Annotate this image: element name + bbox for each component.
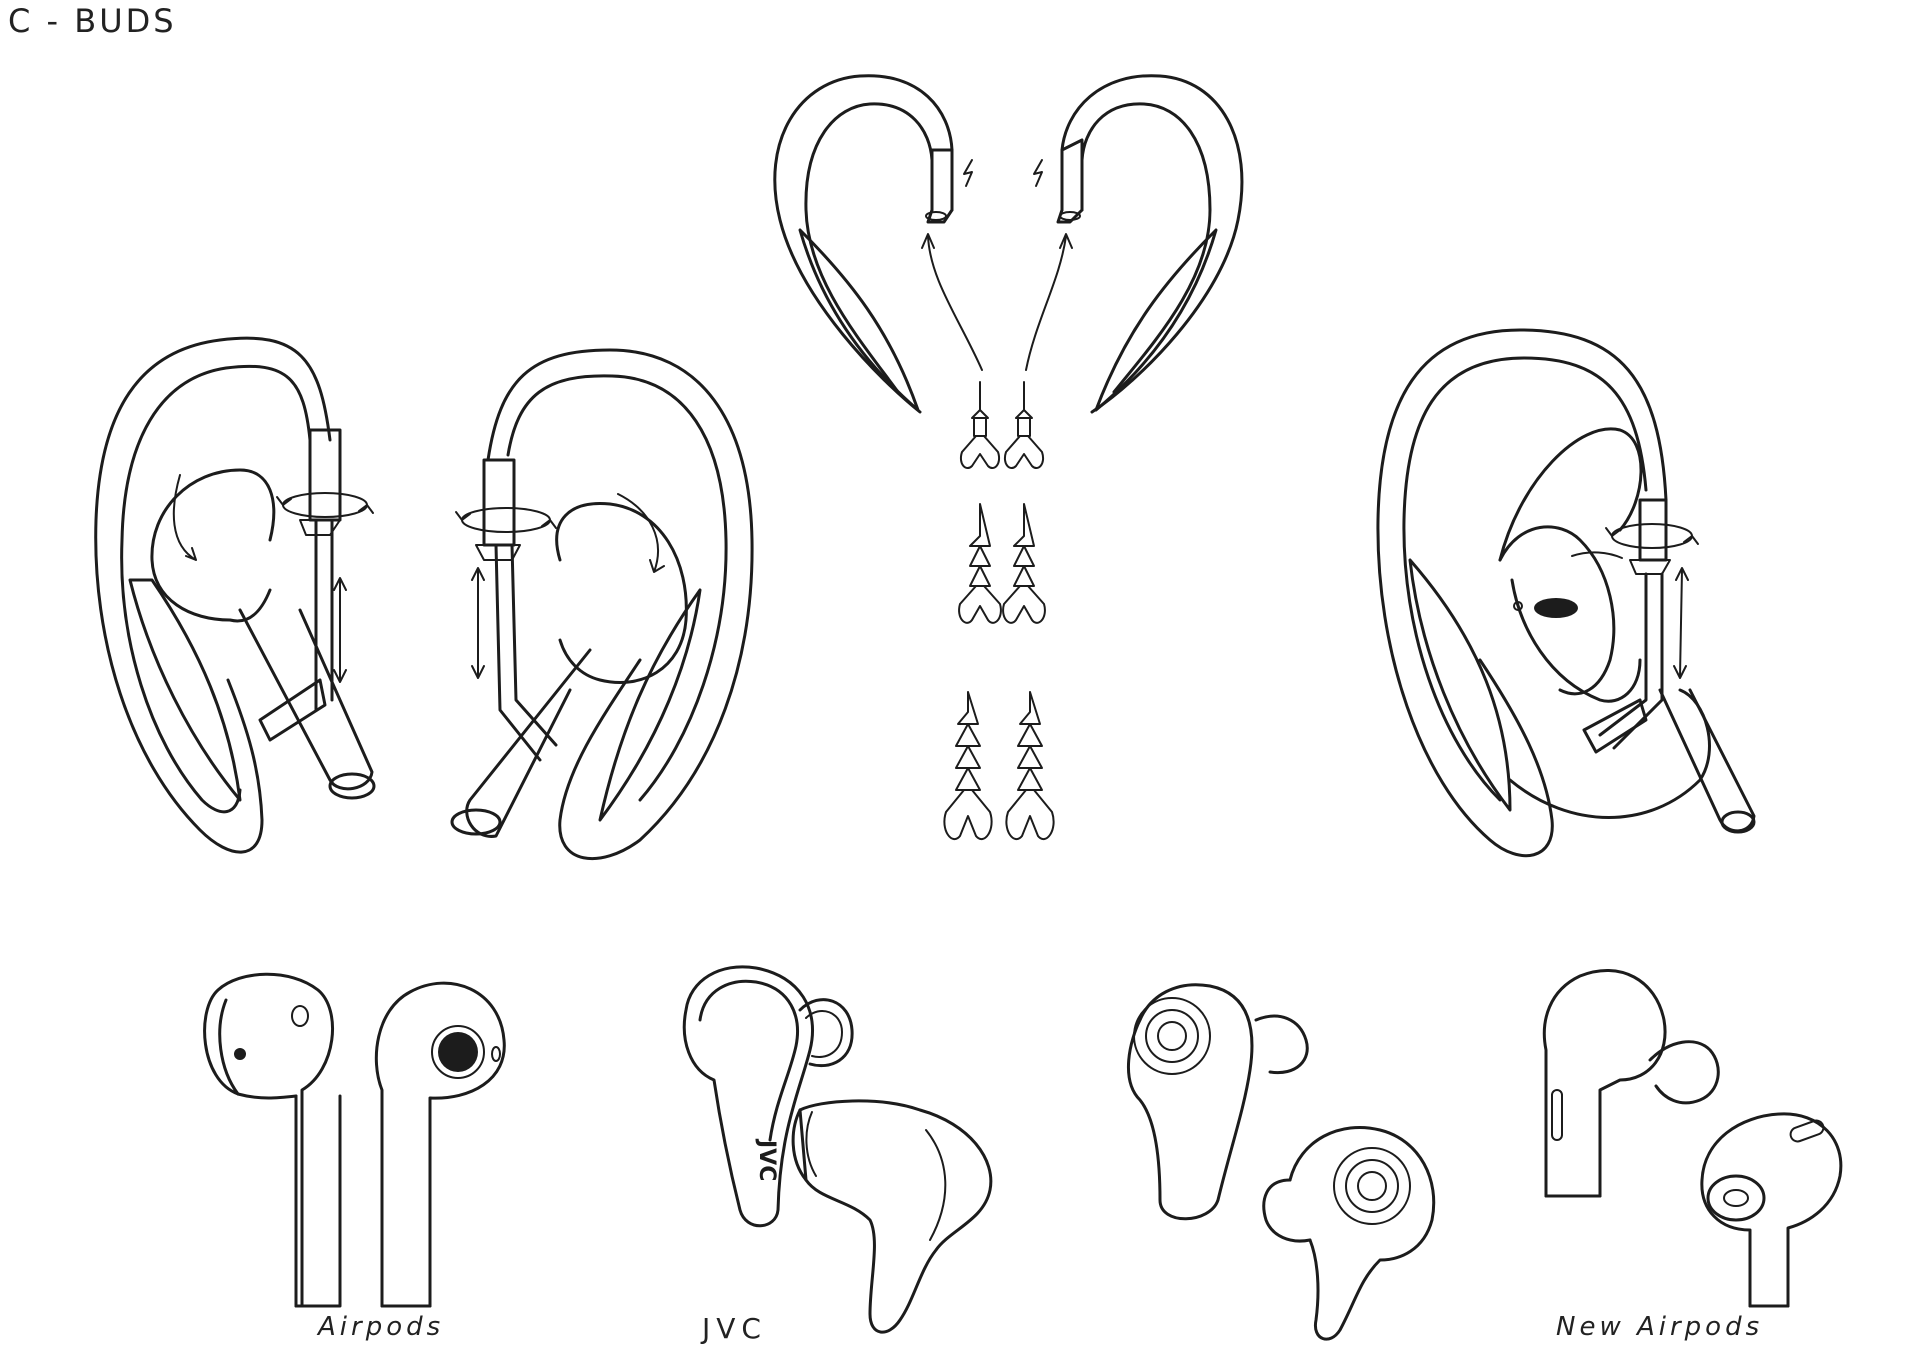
rotate-arrow-icon bbox=[455, 507, 557, 533]
lightning-icon bbox=[1033, 159, 1043, 187]
new-airpods-right-bud bbox=[1700, 1112, 1843, 1308]
new-airpods-left-bud bbox=[1542, 969, 1720, 1198]
label-jvc: JVC bbox=[702, 1312, 767, 1345]
jvc-earbud-side bbox=[791, 1099, 993, 1334]
curved-arrow-icon bbox=[1025, 233, 1073, 371]
rotate-arrow-icon bbox=[1605, 523, 1699, 549]
hook-piece-right bbox=[1056, 74, 1244, 414]
ear-with-hook bbox=[1376, 328, 1756, 858]
curved-arrow-icon bbox=[921, 233, 983, 371]
lightning-icon bbox=[963, 159, 973, 187]
label-new-airpods: New Airpods bbox=[1556, 1312, 1764, 1342]
ear-hook-left-view bbox=[94, 336, 376, 854]
connector-medium-left bbox=[958, 503, 1002, 624]
rotate-arrow-icon bbox=[276, 492, 374, 518]
connector-long-left bbox=[943, 691, 993, 840]
hook-piece-left bbox=[773, 74, 954, 414]
label-airpods: Airpods bbox=[318, 1312, 445, 1342]
curved-arrow-icon bbox=[172, 474, 197, 561]
double-arrow-icon bbox=[1673, 567, 1689, 679]
jvc-earbud-front: JVC bbox=[682, 965, 854, 1228]
earbud-speaker bbox=[1534, 598, 1578, 618]
airpods-right-bud bbox=[374, 981, 506, 1308]
double-arrow-icon bbox=[333, 577, 347, 683]
double-arrow-icon bbox=[471, 567, 485, 679]
generic-earbud-front bbox=[1126, 983, 1309, 1221]
curved-arrow-icon bbox=[617, 493, 665, 573]
airpods-left-bud bbox=[203, 972, 342, 1308]
jvc-brand-mark: JVC bbox=[754, 1138, 779, 1181]
generic-earbud-side bbox=[1262, 1125, 1436, 1341]
connector-short-right bbox=[1004, 381, 1044, 470]
connector-long-right bbox=[1005, 691, 1055, 840]
connector-medium-right bbox=[1002, 503, 1046, 624]
sheet-title: C - BUDS bbox=[8, 2, 177, 40]
connector-short-left bbox=[960, 381, 1000, 470]
ear-hook-right-view bbox=[450, 348, 754, 861]
